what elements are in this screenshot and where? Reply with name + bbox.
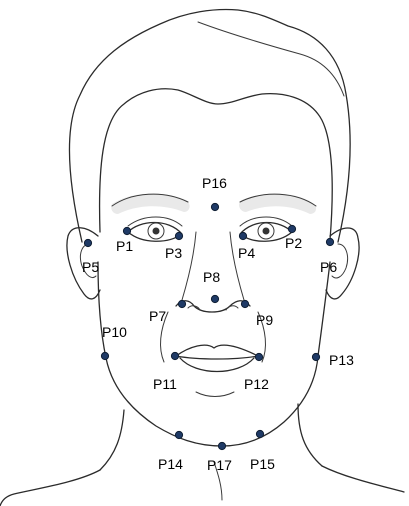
landmark-label-p17: P17 <box>207 457 232 473</box>
hairline <box>100 89 333 240</box>
nose-bridge-left <box>182 232 196 300</box>
right-eyelid <box>240 217 292 226</box>
landmark-labels: P1 P2 P3 P4 P5 P6 P7 P8 P9 P10 P11 P12 P… <box>82 175 354 473</box>
landmark-label-p11: P11 <box>153 376 177 392</box>
right-pupil <box>263 228 270 235</box>
landmark-label-p8: P8 <box>203 269 220 285</box>
landmark-label-p14: P14 <box>158 456 183 472</box>
left-eyelid <box>128 217 182 226</box>
landmark-label-p6: P6 <box>320 259 337 275</box>
landmark-dot-p11 <box>171 352 178 359</box>
landmark-dot-p9 <box>241 300 248 307</box>
lower-lip <box>180 358 254 372</box>
upper-lip <box>176 345 258 356</box>
landmark-dot-p5 <box>84 239 91 246</box>
landmark-label-p16: P16 <box>202 175 227 191</box>
hair-part-line <box>198 22 344 96</box>
landmark-dot-p2 <box>288 225 295 232</box>
neck-left <box>100 410 124 470</box>
face-drawing <box>0 10 404 506</box>
chin-crease <box>196 392 234 397</box>
landmark-label-p1: P1 <box>116 238 133 254</box>
nose-bridge-right <box>230 232 244 300</box>
right-shoulder <box>322 466 404 492</box>
landmark-dot-p8 <box>211 295 218 302</box>
landmark-dot-p15 <box>256 430 263 437</box>
landmark-dot-p3 <box>175 232 182 239</box>
landmark-label-p2: P2 <box>285 235 302 251</box>
face-contour <box>98 262 330 446</box>
landmark-dot-p6 <box>326 238 333 245</box>
landmark-dot-p1 <box>123 227 130 234</box>
landmark-label-p13: P13 <box>329 352 354 368</box>
left-eyebrow <box>111 194 189 214</box>
landmark-dot-p4 <box>239 232 246 239</box>
landmark-label-p5: P5 <box>82 259 99 275</box>
landmark-dot-p14 <box>175 431 182 438</box>
right-nostril <box>226 306 238 310</box>
landmark-dot-p10 <box>101 352 108 359</box>
neck-right <box>298 404 322 466</box>
landmark-dot-p13 <box>312 353 319 360</box>
landmark-label-p15: P15 <box>250 456 275 472</box>
landmark-label-p10: P10 <box>102 324 127 340</box>
mouth-line <box>176 356 258 359</box>
landmark-label-p3: P3 <box>165 245 182 261</box>
landmark-label-p12: P12 <box>244 376 269 392</box>
left-pupil <box>153 228 160 235</box>
left-shoulder <box>0 470 100 506</box>
landmark-label-p9: P9 <box>256 312 273 328</box>
landmark-label-p4: P4 <box>238 245 255 261</box>
landmark-dot-p12 <box>255 353 262 360</box>
right-eyebrow <box>239 194 316 214</box>
landmark-dot-p16 <box>211 203 218 210</box>
landmark-dot-p17 <box>218 442 225 449</box>
landmark-label-p7: P7 <box>149 308 166 324</box>
landmark-dot-p7 <box>178 300 185 307</box>
